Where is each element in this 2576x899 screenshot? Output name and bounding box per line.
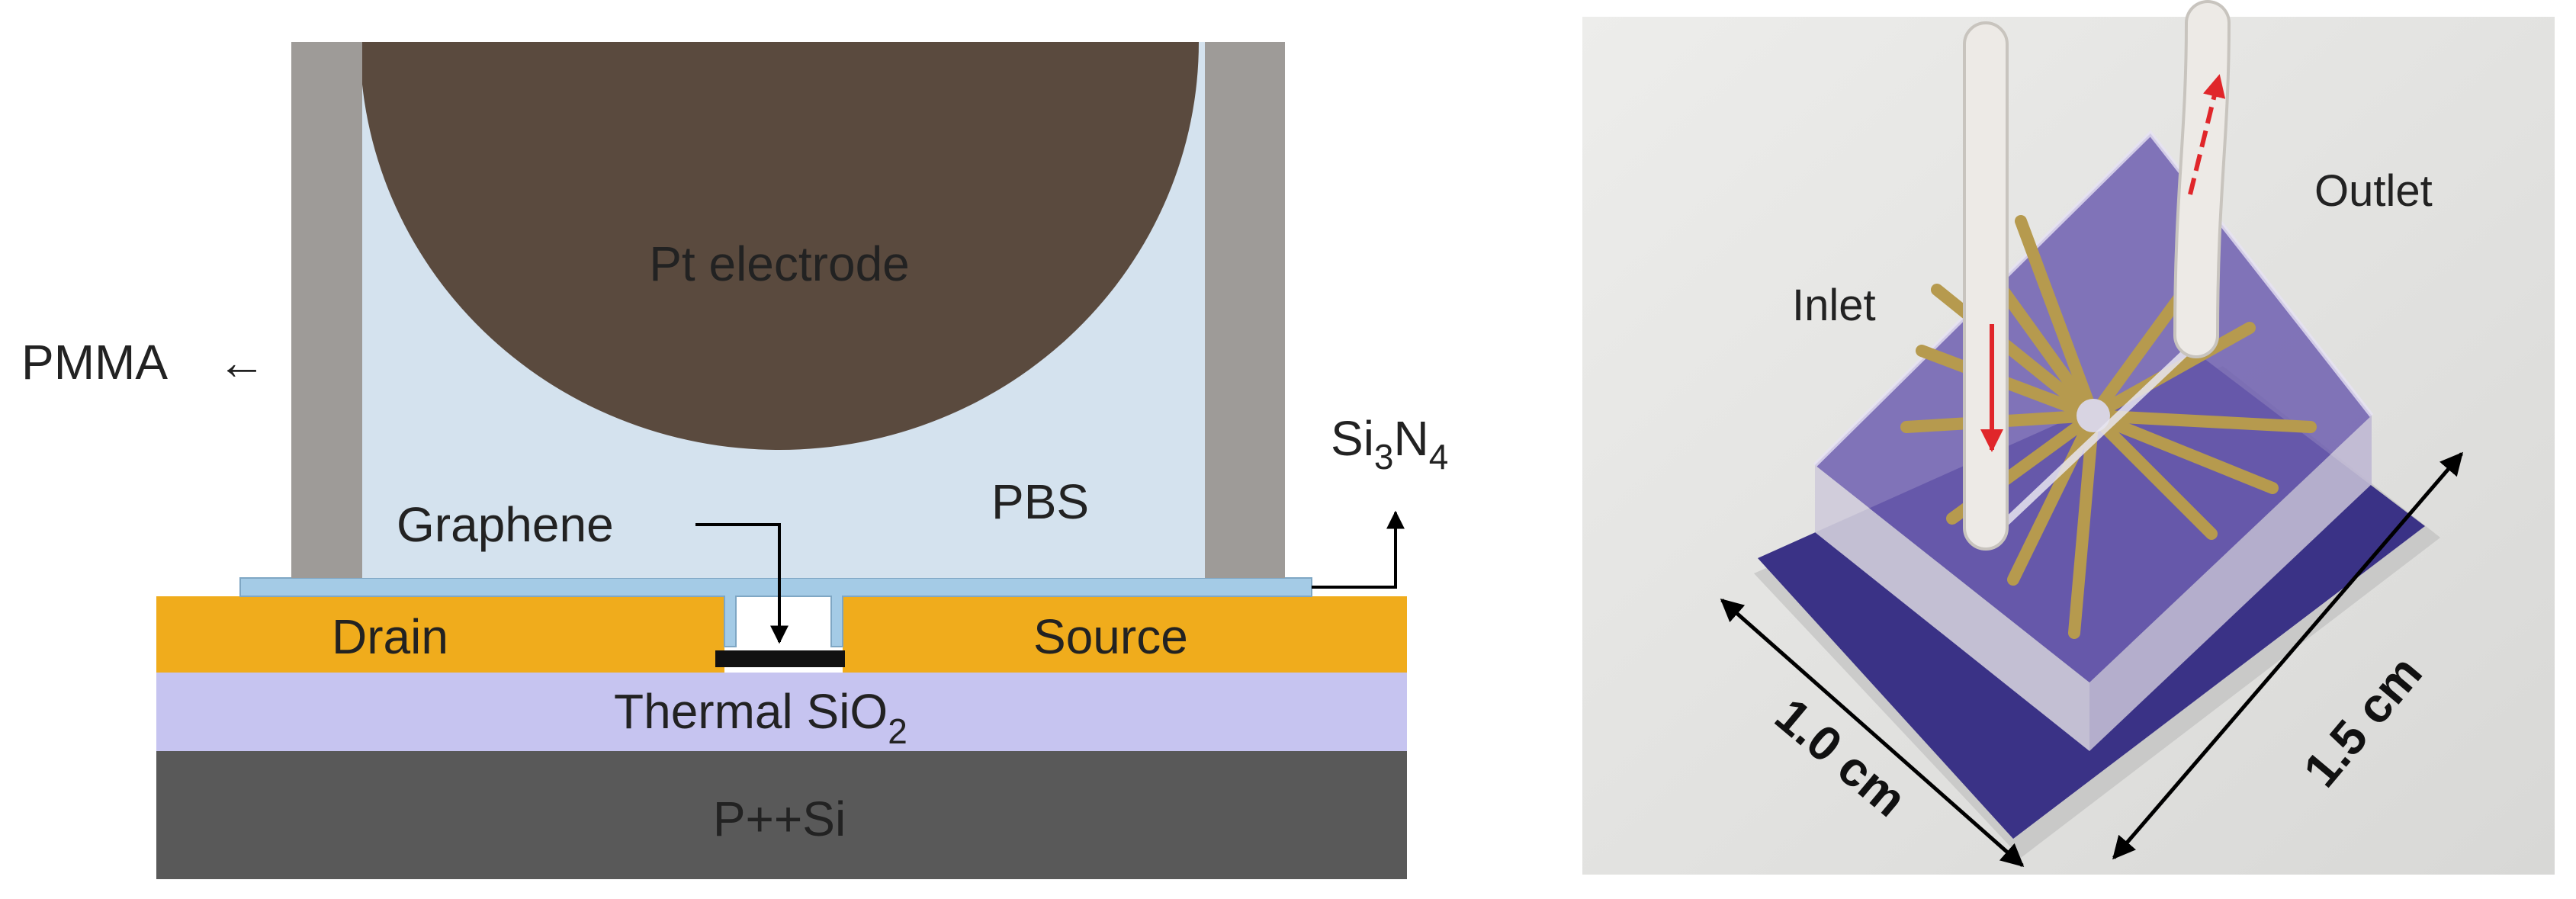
inlet-label: Inlet bbox=[1792, 281, 1876, 330]
outlet-label: Outlet bbox=[2314, 166, 2433, 216]
device-photo: Inlet Outlet 1.0 cm 1.5 cm bbox=[1582, 0, 2555, 875]
sensor-center bbox=[2077, 399, 2110, 432]
cross-section-diagram: Pt electrode PMMA ← PBS Si3N4 Graphene D… bbox=[21, 42, 1448, 879]
outlet-flow-arrow bbox=[2188, 74, 2226, 195]
pbs-label: PBS bbox=[991, 474, 1089, 529]
graphene-label: Graphene bbox=[397, 497, 614, 552]
source-contact bbox=[843, 596, 1407, 673]
length-dimension-arrow bbox=[2112, 451, 2463, 860]
pmma-wall-right bbox=[1205, 42, 1285, 578]
width-dimension-arrow bbox=[1720, 599, 2025, 867]
si3n4-passivation bbox=[239, 577, 1312, 647]
pt-electrode-label: Pt electrode bbox=[649, 236, 910, 291]
thermal-oxide-layer bbox=[156, 673, 1407, 751]
pt-electrode bbox=[362, 42, 1199, 450]
gold-electrodes bbox=[1900, 215, 2317, 639]
drain-contact bbox=[156, 596, 724, 673]
source-label: Source bbox=[1033, 609, 1188, 664]
si3n4-pointer bbox=[1312, 510, 1405, 589]
graphene-channel bbox=[715, 650, 845, 667]
thermal-oxide-label: Thermal SiO2 bbox=[614, 684, 907, 751]
microchannel bbox=[1999, 325, 2215, 529]
silicon-substrate bbox=[156, 751, 1407, 879]
pmma-arrow: ← bbox=[217, 335, 266, 390]
pmma-label: PMMA bbox=[21, 335, 168, 390]
graphene-pointer bbox=[695, 523, 789, 644]
substrate-label: P++Si bbox=[713, 791, 846, 846]
inlet-tube bbox=[1963, 21, 2009, 551]
pmma-wall-left bbox=[291, 42, 362, 578]
drain-label: Drain bbox=[332, 609, 448, 664]
si3n4-label: Si3N4 bbox=[1331, 411, 1448, 477]
